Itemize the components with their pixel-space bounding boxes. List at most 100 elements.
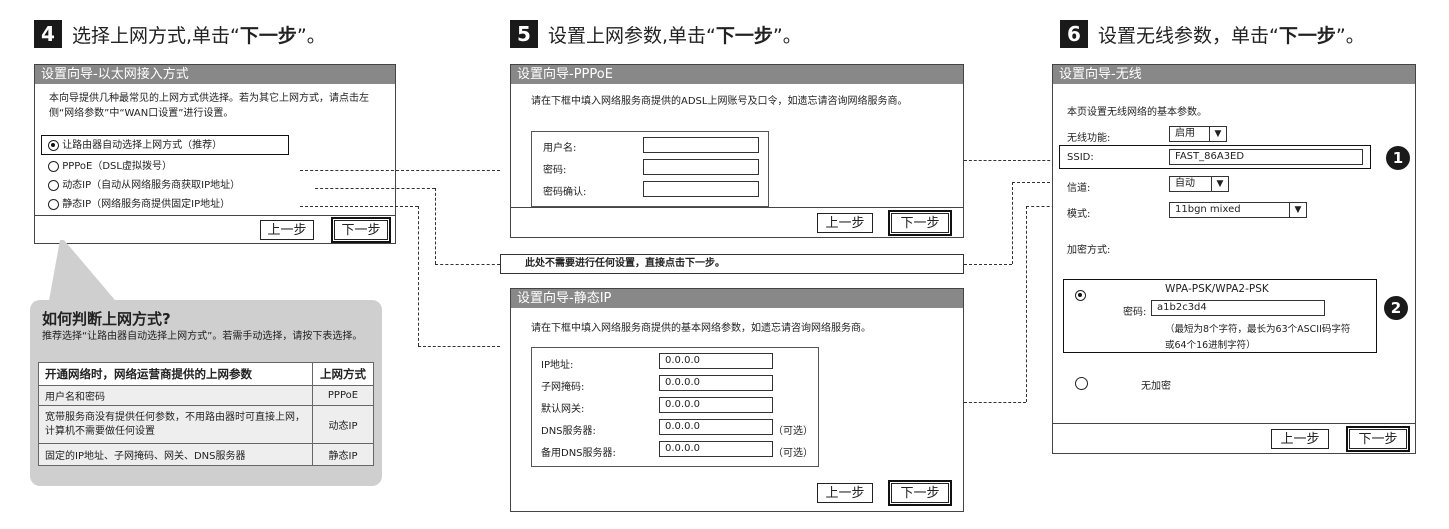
wireless-panel: 设置向导-无线 本页设置无线网络的基本参数。 无线功能: 启用▼ SSID: F… [1052,64,1416,454]
connector-static-to-wireless [964,402,1026,403]
step4-heading-pre: 选择上网方式,单击“ [72,24,240,47]
dns-optional-label: （可选） [773,426,813,437]
connector-dynamic-v [435,188,436,264]
ssid-highlight [1059,145,1371,169]
dns-label: DNS服务器: [541,426,596,437]
wireless-function-select[interactable]: 启用▼ [1169,126,1227,142]
connector-static-h2 [418,346,500,347]
backup-dns-label: 备用DNS服务器: [541,448,616,459]
next-button[interactable]: 下一步 [331,217,391,243]
mode-label: 模式: [1067,209,1091,220]
radio-icon[interactable] [1075,290,1086,301]
connection-type-table: 开通网络时，网络运营商提供的上网参数 上网方式 用户名和密码 PPPoE 宽带服… [38,362,374,466]
option-static-ip[interactable]: 静态IP（网络服务商提供固定IP地址） [48,197,230,212]
table-row: 固定的IP地址、子网掩码、网关、DNS服务器 静态IP [38,443,374,466]
password-confirm-label: 密码确认: [543,187,587,198]
gateway-input[interactable]: 0.0.0.0 [659,397,773,413]
backup-dns-input[interactable]: 0.0.0.0 [659,441,773,457]
wpa-password-input[interactable]: a1b2c3d4 [1151,300,1325,316]
radio-icon[interactable] [48,198,59,210]
radio-icon[interactable] [48,160,59,172]
step4-heading-post: ”。 [296,24,326,47]
callout-title: 如何判断上网方式? [42,310,171,328]
dynamic-ip-note: 此处不需要进行任何设置，直接点击下一步。 [500,254,964,274]
password-label: 密码: [543,165,567,176]
connector-dynamic-to-wireless [964,264,1012,265]
dns-input[interactable]: 0.0.0.0 [659,419,773,435]
encryption-label: 加密方式: [1067,245,1111,256]
username-label: 用户名: [543,143,577,154]
step6-heading-pre: 设置无线参数，单击“ [1098,24,1279,47]
step5-heading-pre: 设置上网参数,单击“ [548,24,716,47]
ssid-label: SSID: [1067,152,1094,163]
channel-label: 信道: [1067,183,1091,194]
next-button[interactable]: 下一步 [888,210,952,236]
no-encryption-radio[interactable] [1075,373,1088,392]
step4-heading-bold: 下一步 [239,24,297,47]
pppoe-fields-box [531,131,769,207]
panel-title: 设置向导-无线 [1053,65,1415,84]
password-input[interactable] [643,159,759,175]
connector-pppoe-to-wireless [964,160,1060,161]
password-confirm-input[interactable] [643,181,759,197]
static-description: 请在下框中填入网络服务商提供的基本网络参数，如遗忘请咨询网络服务商。 [531,323,871,334]
prev-button[interactable]: 上一步 [817,483,873,503]
chevron-down-icon: ▼ [1289,203,1306,217]
ssid-input[interactable]: FAST_86A3ED [1169,149,1363,165]
radio-icon[interactable] [48,179,59,191]
connector-static-v [418,206,419,346]
wpa-label: WPA-PSK/WPA2-PSK [1165,283,1269,295]
connector-dynamic-h2 [435,264,500,265]
table-row: 宽带服务商没有提供任何参数，不用路由器时可直接上网，计算机不需要做任何设置 动态… [38,405,374,444]
backup-dns-optional-label: （可选） [773,448,813,459]
prev-button[interactable]: 上一步 [1271,429,1329,449]
ip-address-input[interactable]: 0.0.0.0 [659,353,773,369]
option-pppoe[interactable]: PPPoE（DSL虚拟拨号） [48,159,172,174]
prev-button[interactable]: 上一步 [260,220,314,240]
radio-icon[interactable] [1075,377,1088,390]
wireless-function-label: 无线功能: [1067,133,1111,144]
connector-static [300,206,418,207]
wireless-description: 本页设置无线网络的基本参数。 [1067,107,1207,118]
mode-select[interactable]: 11bgn mixed▼ [1169,202,1307,218]
next-button[interactable]: 下一步 [888,480,952,506]
step4-panel: 设置向导-以太网接入方式 本向导提供几种最常见的上网方式供选择。若为其它上网方式… [34,64,396,244]
callout-pointer [48,240,120,306]
recommended-option-highlight [41,135,289,155]
prev-button[interactable]: 上一步 [817,213,873,233]
static-ip-panel: 设置向导-静态IP 请在下框中填入网络服务商提供的基本网络参数，如遗忘请咨询网络… [510,288,964,512]
password-hint-line2: 或64个16进制字符） [1165,340,1256,351]
chevron-down-icon: ▼ [1211,177,1228,191]
divider [35,215,395,216]
option-auto[interactable]: 让路由器自动选择上网方式（推荐） [48,138,222,153]
callout-description: 推荐选择“让路由器自动选择上网方式”。若需手动选择，请按下表选择。 [42,331,363,342]
pppoe-description: 请在下框中填入网络服务商提供的ADSL上网账号及口令，如遗忘请咨询网络服务商。 [531,96,908,107]
step6-number: 6 [1060,20,1088,48]
table-row: 用户名和密码 PPPoE [38,385,374,406]
connector-static-h3 [1026,206,1060,207]
wpa-password-label: 密码: [1123,307,1147,318]
step5-heading-bold: 下一步 [715,24,773,47]
no-encryption-label: 无加密 [1141,381,1171,392]
wpa-radio[interactable] [1075,285,1086,304]
table-header: 开通网络时，网络运营商提供的上网参数 上网方式 [38,362,374,386]
connector-dynamic-v2 [1012,182,1013,264]
username-input[interactable] [643,137,759,153]
option-dynamic-ip[interactable]: 动态IP（自动从网络服务商获取IP地址） [48,178,240,193]
divider [1053,423,1415,424]
radio-icon[interactable] [48,139,59,151]
connector-dynamic [315,188,435,189]
table-header-params: 开通网络时，网络运营商提供的上网参数 [38,362,313,386]
step5-heading-post: ”。 [772,24,802,47]
step6-heading: 6 设置无线参数，单击“下一步”。 [1060,20,1365,48]
step4-number: 4 [34,20,62,48]
step4-description: 本向导提供几种最常见的上网方式供选择。若为其它上网方式，请点击左侧“网络参数”中… [49,93,369,119]
divider [511,207,963,208]
password-hint-line1: （最短为8个字符，最长为63个ASCII码字符 [1165,324,1351,335]
channel-select[interactable]: 自动▼ [1169,176,1229,192]
step5-heading: 5 设置上网参数,单击“下一步”。 [510,20,802,48]
next-button[interactable]: 下一步 [1346,426,1410,452]
subnet-mask-input[interactable]: 0.0.0.0 [659,375,773,391]
step4-heading: 4 选择上网方式,单击“下一步”。 [34,20,326,48]
panel-title: 设置向导-PPPoE [511,65,963,84]
